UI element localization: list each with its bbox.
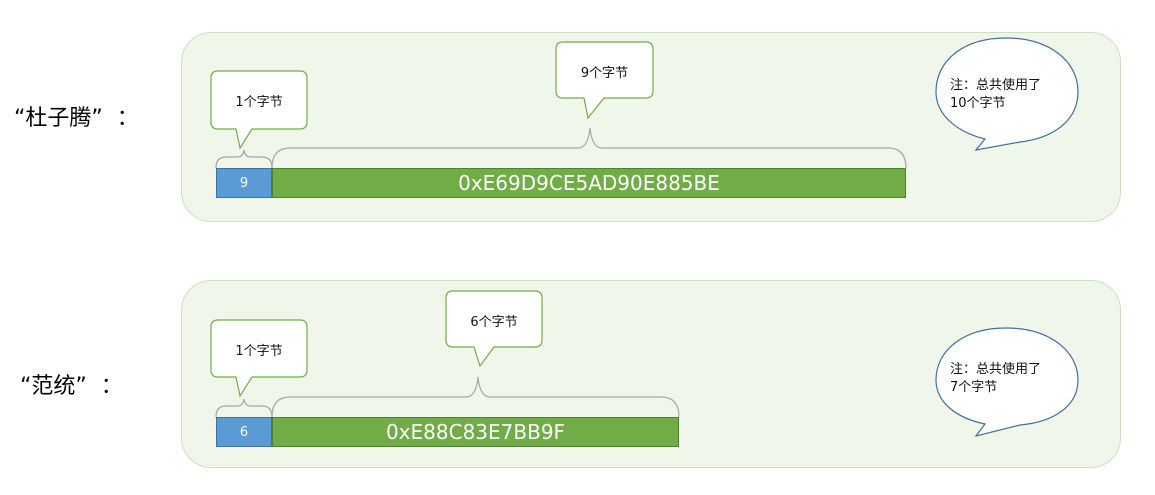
length-byte-box-2: 6 <box>216 417 272 447</box>
row-label-dutengzi: “杜子腾” ： <box>14 106 139 131</box>
data-brace-1 <box>271 127 907 169</box>
note-line-1a: 注：总共使用了 <box>950 78 1042 93</box>
data-callout-label-1: 9个字节 <box>580 66 629 81</box>
data-bytes-box-1: 0xE69D9CE5AD90E885BE <box>272 168 906 198</box>
length-callout-label-1: 1个字节 <box>235 95 283 110</box>
note-callout-1 <box>935 37 1079 151</box>
length-callout-label-2: 1个字节 <box>235 344 283 359</box>
note-text-1: 注：总共使用了 10个字节 <box>950 77 1060 113</box>
length-callout-1 <box>210 70 308 150</box>
data-callout-1 <box>555 41 654 120</box>
note-line-2b: 7个字节 <box>950 380 998 395</box>
note-line-2a: 注：总共使用了 <box>950 362 1042 377</box>
data-callout-label-2: 6个字节 <box>470 315 518 330</box>
note-callout-2 <box>935 327 1079 437</box>
length-byte-box-1: 9 <box>216 168 272 198</box>
length-brace-1 <box>215 149 273 169</box>
row-label-fantong: “范统” ： <box>20 374 123 399</box>
data-bytes-box-2: 0xE88C83E7BB9F <box>272 417 679 447</box>
data-callout-2 <box>445 290 543 368</box>
note-text-2: 注：总共使用了 7个字节 <box>950 361 1060 397</box>
note-line-1b: 10个字节 <box>950 96 1006 111</box>
length-callout-2 <box>210 319 308 398</box>
data-brace-2 <box>271 376 680 418</box>
length-brace-2 <box>215 398 273 418</box>
